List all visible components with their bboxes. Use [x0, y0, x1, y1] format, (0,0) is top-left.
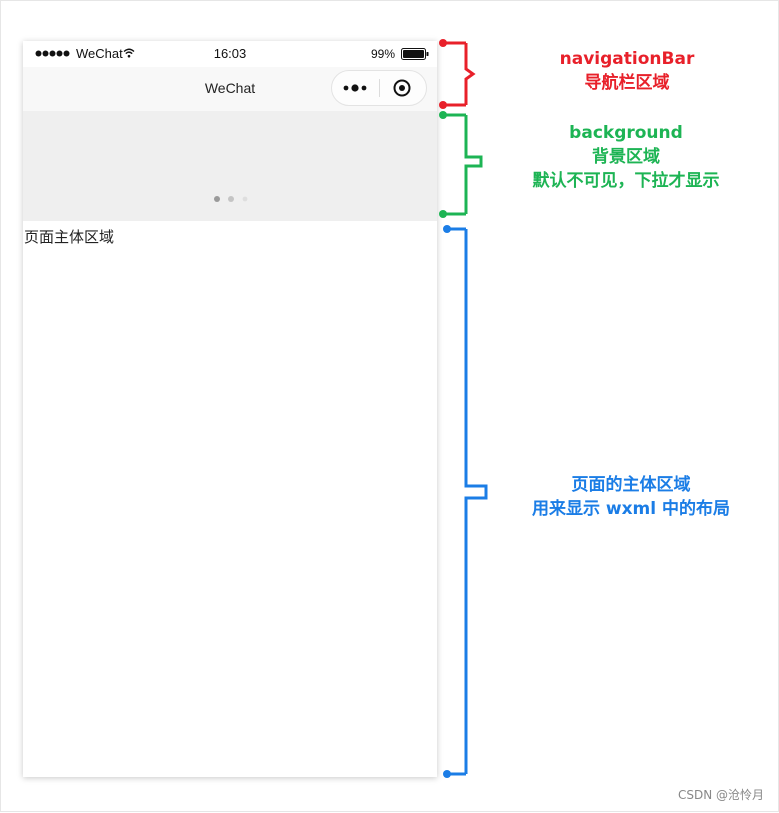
page-body-text: 页面主体区域: [24, 228, 115, 246]
background-annotation: background 背景区域 默认不可见，下拉才显示: [481, 121, 771, 193]
red-dot-top: [439, 39, 447, 47]
wifi-icon: [123, 48, 135, 58]
more-icon[interactable]: [342, 82, 368, 94]
close-circle-icon[interactable]: [392, 78, 412, 98]
background-area: [23, 111, 437, 221]
blue-dot-bottom: [443, 770, 451, 778]
blue-brace: [447, 227, 488, 776]
red-brace: [443, 41, 476, 107]
navigation-annotation-line2: 导航栏区域: [584, 73, 670, 93]
capsule-menu[interactable]: [331, 70, 427, 106]
phone-mockup: WeChat 16:03 99% WeChat: [23, 41, 437, 777]
blue-dot-top: [443, 225, 451, 233]
background-annotation-line2: 背景区域: [592, 147, 660, 167]
navigation-bar: WeChat: [23, 67, 437, 111]
battery-icon: [401, 48, 429, 60]
background-annotation-line1: background: [569, 123, 683, 143]
capsule-divider: [379, 79, 380, 97]
navigation-annotation: navigationBar 导航栏区域: [527, 47, 727, 95]
loading-dots-icon: [214, 196, 248, 202]
red-dot-bottom: [439, 101, 447, 109]
signal-strength-icon: [35, 50, 70, 57]
body-annotation-line1: 页面的主体区域: [571, 475, 691, 495]
status-time: 16:03: [213, 46, 247, 61]
page-body-area: 页面主体区域: [23, 221, 437, 777]
body-annotation-line2: 用来显示 wxml 中的布局: [531, 499, 731, 519]
green-dot-bottom: [439, 210, 447, 218]
watermark: CSDN @沧怜月: [677, 788, 764, 802]
navigation-annotation-line1: navigationBar: [559, 49, 695, 69]
body-annotation: 页面的主体区域 用来显示 wxml 中的布局: [491, 473, 771, 521]
green-dot-top: [439, 111, 447, 119]
status-bar: WeChat 16:03 99%: [23, 41, 437, 67]
battery-percent: 99%: [371, 47, 396, 61]
green-brace: [443, 113, 483, 216]
background-annotation-line3: 默认不可见，下拉才显示: [532, 171, 720, 191]
carrier-name: WeChat: [76, 46, 123, 61]
nav-title: WeChat: [204, 80, 256, 96]
